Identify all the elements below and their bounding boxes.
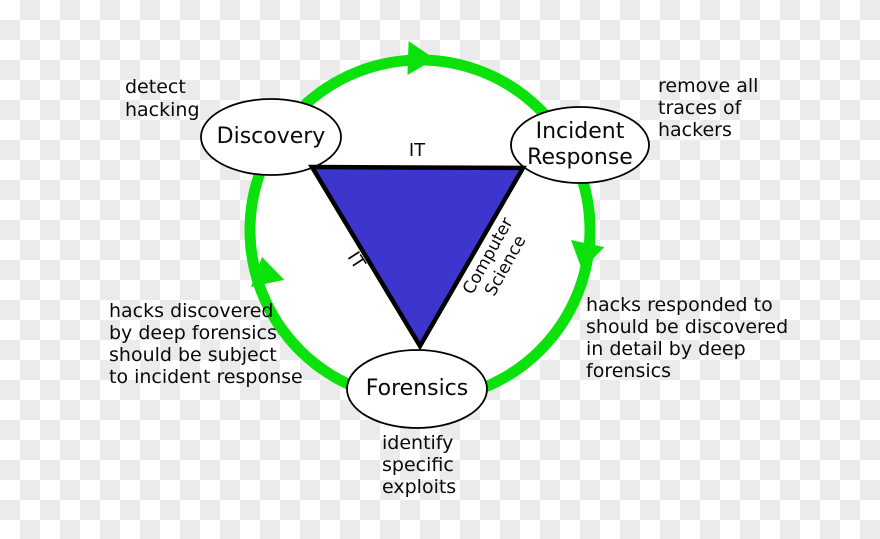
incident-response-node-ellipse <box>510 106 650 184</box>
triangle-top-edge-label: IT <box>408 140 426 161</box>
annotation-hacks-discovered: hacks discovered by deep forensics shoul… <box>109 300 303 388</box>
discovery-node-ellipse <box>200 98 342 176</box>
forensics-node-label: Forensics <box>365 376 469 401</box>
it-cs-triangle <box>308 164 527 351</box>
annotation-hacks-responded: hacks responded to should be discovered … <box>586 294 789 382</box>
annotation-detect-hacking: detect hacking <box>125 76 200 121</box>
arrowhead-left-icon <box>250 257 285 287</box>
arrowhead-right-icon <box>570 240 605 270</box>
discovery-node-label: Discovery <box>216 124 326 149</box>
annotation-remove-traces: remove all traces of hackers <box>658 75 759 141</box>
incident-response-node-label: Incident Response <box>527 119 633 170</box>
forensics-node-ellipse <box>346 349 488 429</box>
annotation-identify-exploits: identify specific exploits <box>382 432 457 498</box>
arrowhead-top-icon <box>407 41 435 76</box>
